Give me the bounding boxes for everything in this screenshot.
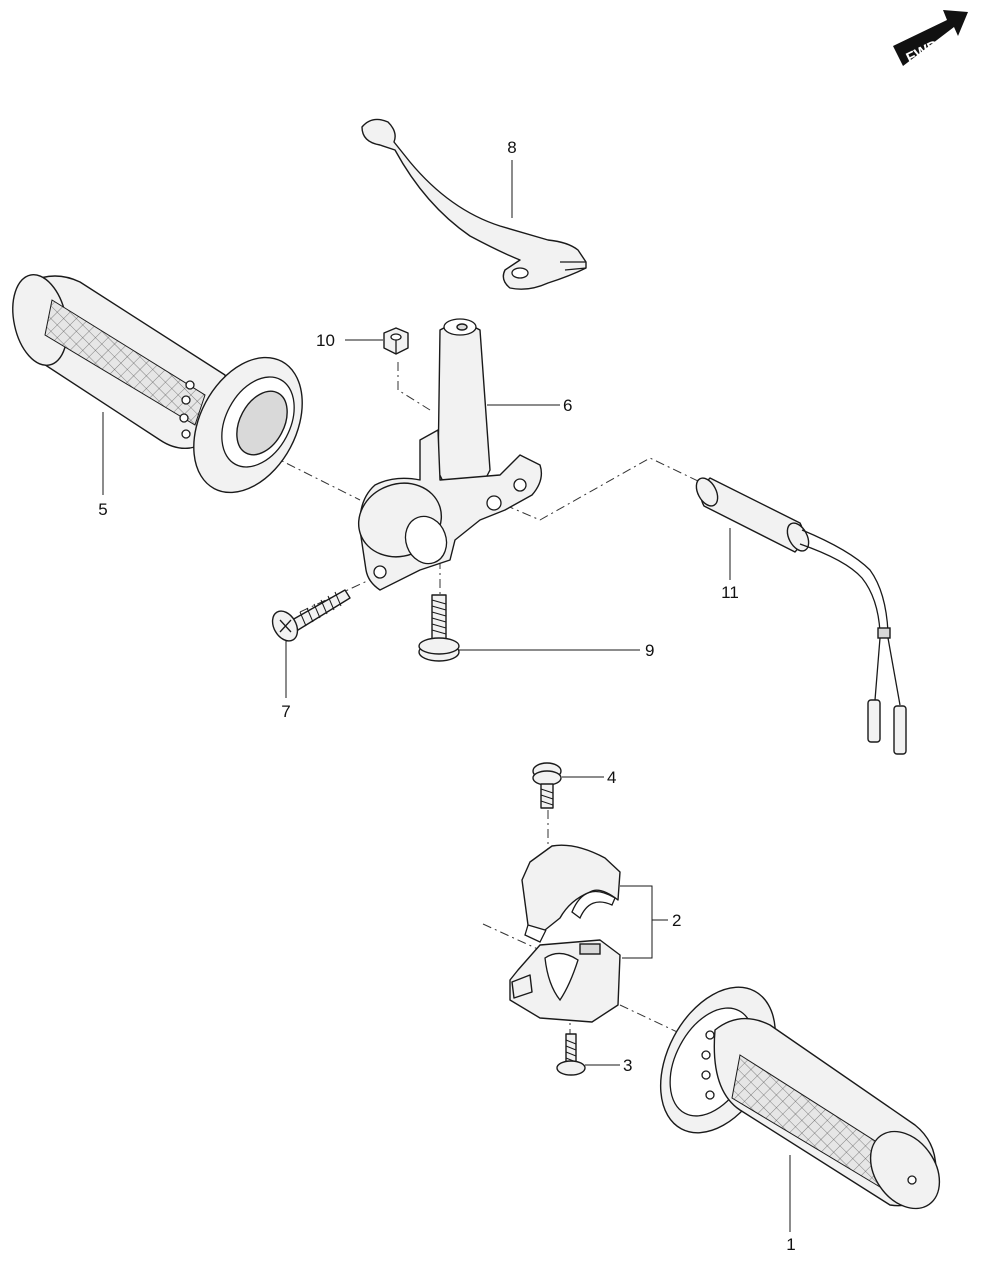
leader-2-bracket — [620, 885, 653, 959]
weight-centerline — [504, 457, 701, 521]
callout-11: 11 — [721, 583, 739, 602]
clamp-centerline — [482, 923, 541, 951]
grip5-centerline — [269, 454, 361, 501]
nut-part — [383, 327, 409, 355]
callout-7: 7 — [281, 702, 290, 721]
callout-4: 4 — [607, 768, 616, 787]
callout-9: 9 — [645, 641, 654, 660]
bolt-7-part — [271, 589, 351, 642]
bar-end-weight-part — [695, 477, 907, 755]
callout-10: 10 — [316, 331, 335, 350]
callout-3: 3 — [623, 1056, 632, 1075]
nut-centerline — [397, 362, 431, 411]
right-grip-part — [659, 986, 941, 1210]
callout-6: 6 — [563, 396, 572, 415]
callout-labels: 1 2 3 4 5 6 7 8 9 10 11 — [98, 138, 795, 1254]
left-grip-part — [12, 273, 303, 494]
switch-clamp-part — [509, 844, 621, 1023]
leader-lines — [102, 160, 791, 1232]
callout-5: 5 — [98, 500, 107, 519]
fwd-arrow-badge: FWD — [893, 10, 968, 67]
lever-bracket-part — [357, 318, 543, 591]
brake-lever-part — [361, 118, 587, 290]
callout-2: 2 — [672, 911, 681, 930]
bolt-9-part — [418, 594, 460, 662]
screw-3-part — [556, 1033, 586, 1076]
callout-8: 8 — [507, 138, 516, 157]
screw-4-part — [532, 762, 562, 809]
callout-1: 1 — [786, 1235, 795, 1254]
